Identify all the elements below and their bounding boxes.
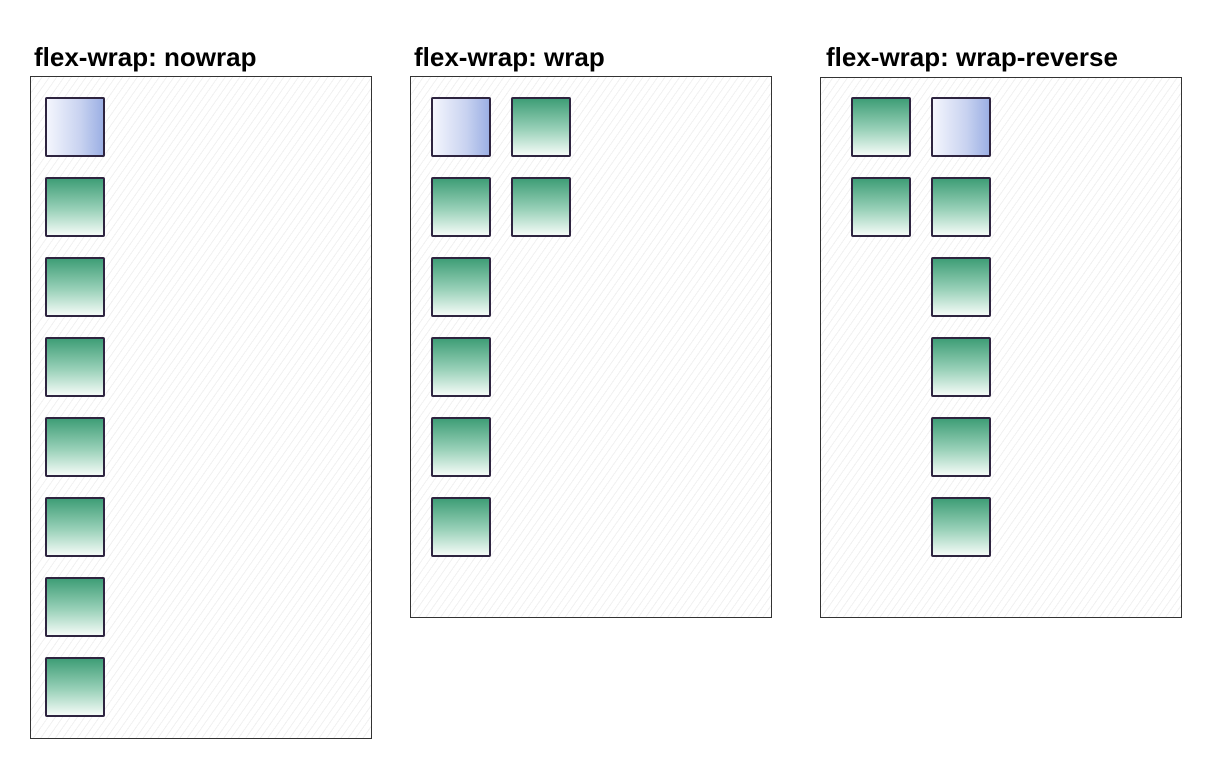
flex-item: [931, 177, 991, 237]
flex-item: [931, 97, 991, 157]
flex-container-wrap-reverse: [820, 77, 1182, 618]
panel-title-wrap: flex-wrap: wrap: [414, 42, 605, 72]
flex-item: [431, 97, 491, 157]
flex-item: [511, 177, 571, 237]
flex-item: [431, 257, 491, 317]
panel-title-wrap-reverse: flex-wrap: wrap-reverse: [826, 42, 1118, 72]
flex-item: [431, 337, 491, 397]
flex-item: [45, 97, 105, 157]
flex-item: [45, 337, 105, 397]
flex-item: [431, 417, 491, 477]
flex-item: [851, 177, 911, 237]
flex-item: [45, 257, 105, 317]
flex-item: [431, 177, 491, 237]
flex-item: [851, 97, 911, 157]
flex-container-nowrap: [30, 76, 372, 739]
flex-item: [931, 337, 991, 397]
flex-item: [511, 97, 571, 157]
panel-title-nowrap: flex-wrap: nowrap: [34, 42, 257, 72]
flex-item: [431, 497, 491, 557]
flex-item: [45, 497, 105, 557]
flex-item: [931, 497, 991, 557]
flex-item: [931, 417, 991, 477]
flex-item: [45, 177, 105, 237]
flex-item: [45, 657, 105, 717]
flex-item: [931, 257, 991, 317]
flex-item: [45, 577, 105, 637]
flex-item: [45, 417, 105, 477]
flex-container-wrap: [410, 76, 772, 618]
